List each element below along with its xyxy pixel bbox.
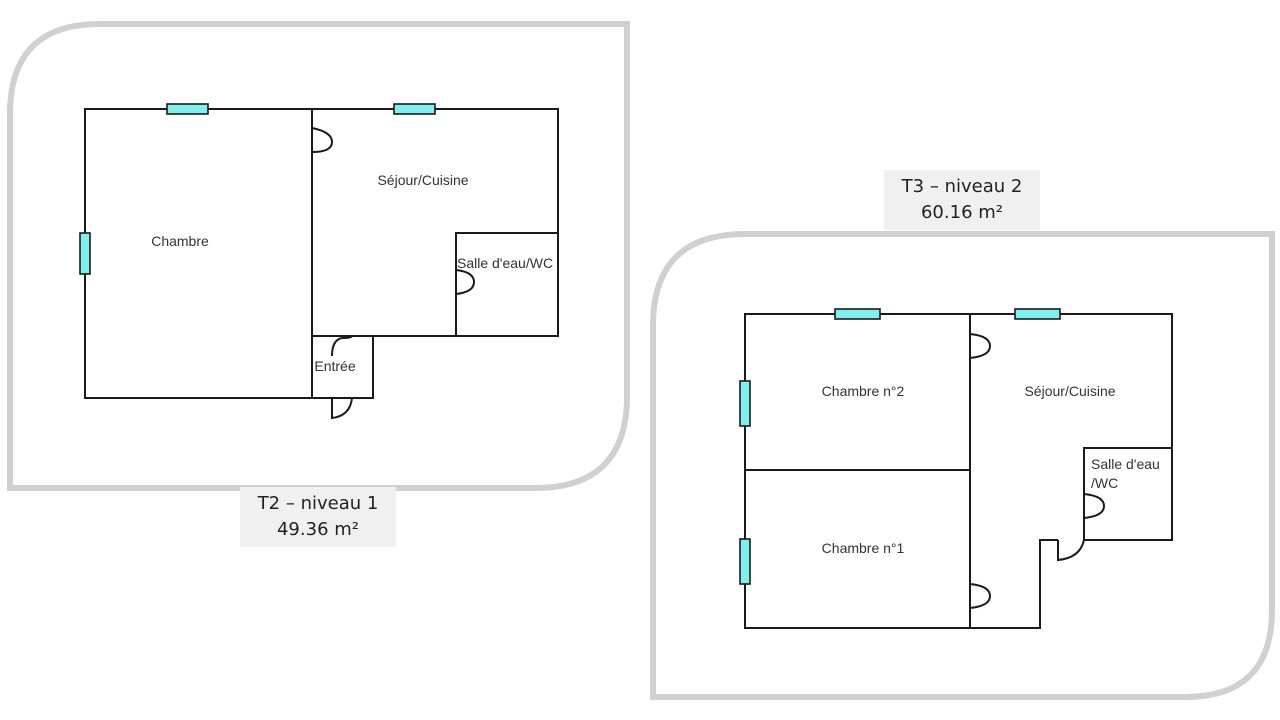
t3-room-sejour: Séjour/Cuisine xyxy=(1024,383,1115,399)
t2-caption-area: 49.36 m² xyxy=(276,519,359,540)
t2-sejour-walls xyxy=(312,108,559,337)
t2-door-entree-bottom xyxy=(331,397,353,420)
t2-room-salle-eau: Salle d'eau/WC xyxy=(457,255,553,271)
t3-sejour-walls xyxy=(970,313,1173,629)
t3-caption: T3 – niveau 2 60.16 m² xyxy=(884,170,1040,230)
t3-frame xyxy=(650,231,1275,700)
t2-door-sejour xyxy=(311,127,334,153)
t2-window-left xyxy=(79,232,91,275)
t3-room-chambre1: Chambre n°1 xyxy=(822,540,905,556)
t2-salle-eau-walls xyxy=(455,232,558,336)
t3-window-left-lower xyxy=(739,538,751,585)
t3-window-top-left xyxy=(834,308,881,320)
t3-floor-plan: Chambre n°2 Chambre n°1 Séjour/Cuisine S… xyxy=(739,308,1173,629)
t3-room-salle-eau-line1: Salle d'eau xyxy=(1091,456,1160,472)
t3-salle-eau-walls xyxy=(1083,447,1172,540)
t3-room-chambre2: Chambre n°2 xyxy=(822,383,905,399)
t2-door-entree-top xyxy=(331,335,353,357)
t3-room-salle-eau-line2: /WC xyxy=(1091,475,1118,491)
t2-window-top-right xyxy=(393,103,436,115)
t2-entree-walls xyxy=(311,336,374,399)
t2-room-entree: Entrée xyxy=(314,358,355,374)
t2-caption-title: T2 – niveau 1 xyxy=(257,493,379,514)
t2-room-sejour: Séjour/Cuisine xyxy=(377,172,468,188)
t2-room-chambre: Chambre xyxy=(151,233,209,249)
t3-door-sejour xyxy=(969,333,992,359)
t3-window-top-right xyxy=(1014,308,1061,320)
t3-door-salle-eau xyxy=(1083,493,1106,519)
t3-caption-area: 60.16 m² xyxy=(920,202,1003,223)
t2-floor-plan: Chambre Séjour/Cuisine Salle d'eau/WC En… xyxy=(79,103,559,420)
t2-chambre-walls xyxy=(84,108,313,399)
t2-frame xyxy=(7,21,630,491)
t3-caption-title: T3 – niveau 2 xyxy=(901,176,1023,197)
t2-door-salle-eau xyxy=(455,269,476,295)
t3-window-left-upper xyxy=(739,380,751,427)
t2-caption: T2 – niveau 1 49.36 m² xyxy=(240,487,396,547)
t3-door-chambre1 xyxy=(969,583,992,609)
t3-door-wc-entry xyxy=(1057,539,1085,562)
t2-window-top-left xyxy=(166,103,209,115)
